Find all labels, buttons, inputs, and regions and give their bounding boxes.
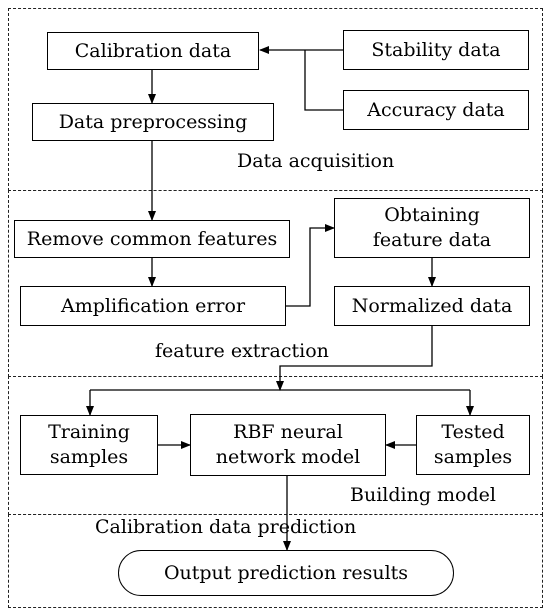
remove-common-features-box: Remove common features	[14, 220, 290, 258]
calibration-prediction-label: Calibration data prediction	[95, 516, 357, 538]
feature-extraction-label: feature extraction	[155, 340, 329, 362]
obtaining-feature-data-box: Obtaining feature data	[334, 198, 530, 258]
normalized-data-box: Normalized data	[334, 286, 530, 326]
data-acquisition-label: Data acquisition	[237, 150, 395, 172]
amplification-error-box: Amplification error	[20, 286, 286, 326]
tested-samples-box: Tested samples	[416, 415, 530, 475]
accuracy-data-box: Accuracy data	[343, 90, 529, 130]
building-model-label: Building model	[350, 484, 496, 506]
prediction-section	[8, 514, 543, 608]
stability-data-box: Stability data	[343, 30, 529, 70]
data-preprocessing-box: Data preprocessing	[32, 103, 274, 141]
calibration-data-box: Calibration data	[47, 32, 259, 70]
output-results-box: Output prediction results	[118, 550, 454, 596]
training-samples-box: Training samples	[20, 415, 158, 475]
rbf-model-box: RBF neural network model	[190, 414, 386, 476]
